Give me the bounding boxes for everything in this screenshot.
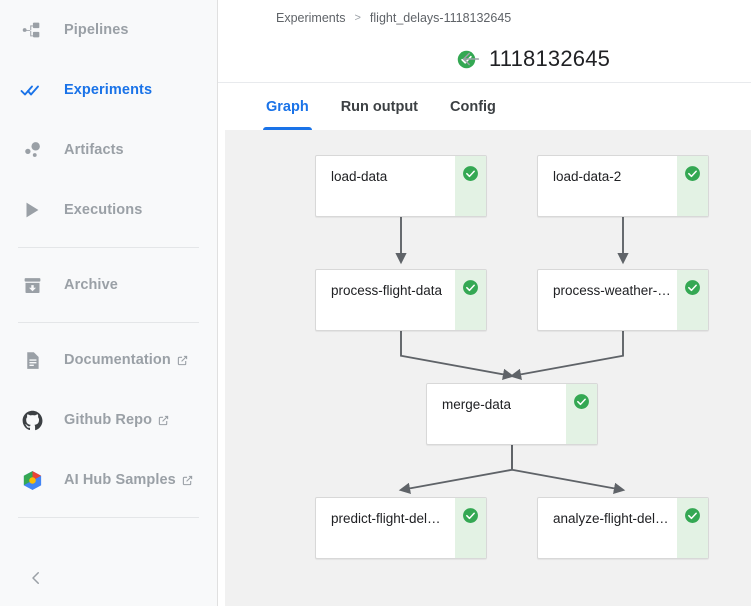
sidebar-item-label: Documentation [64,352,171,368]
graph-node-status-succeeded [677,498,708,558]
graph-node-label: merge-data [442,397,512,412]
external-link-icon [158,415,169,426]
sidebar-item-label: Github Repo [64,412,153,428]
graph-panel: load-data load-data-2 process-flight-data p… [218,130,751,606]
graph-node-status-succeeded [455,270,486,330]
graph-node-load-data-2[interactable]: load-data-2 [537,155,709,217]
experiments-icon [18,76,46,104]
sidebar-collapse-button[interactable] [16,560,56,600]
external-link-icon [177,355,188,366]
sidebar-divider-3 [18,517,199,518]
sidebar-item-label: Artifacts [64,142,124,158]
graph-node-load-data[interactable]: load-data [315,155,487,217]
graph-canvas[interactable]: load-data load-data-2 process-flight-data p… [225,130,751,606]
sidebar-item-label: Executions [64,202,143,218]
pipelines-icon [18,16,46,44]
sidebar-item-artifacts[interactable]: Artifacts [0,120,217,180]
tab-config[interactable]: Config [450,98,496,115]
graph-edge-merge-data-to-predict-flight-delay [398,445,513,494]
graph-node-label: load-data [331,169,388,184]
graph-node-process-flight-data[interactable]: process-flight-data [315,269,487,331]
breadcrumb: Experiments > flight_delays-1118132645 [218,0,751,36]
graph-edge-process-weather-data-to-merge-data [509,331,624,380]
sidebar: Pipelines Experiments Artifacts [0,0,218,606]
graph-node-status-succeeded [566,384,597,444]
sidebar-item-pipelines[interactable]: Pipelines [0,0,217,60]
breadcrumb-root[interactable]: Experiments [276,11,346,25]
executions-icon [18,196,46,224]
sidebar-item-label: Experiments [64,82,153,98]
sidebar-item-label: AI Hub Samples [64,472,176,488]
sidebar-item-label: Pipelines [64,22,129,38]
tab-run-output[interactable]: Run output [340,98,419,115]
graph-node-analyze-flight-delay[interactable]: analyze-flight-del… [537,497,709,559]
sidebar-item-github-repo[interactable]: Github Repo [0,390,217,450]
arrow-left-icon[interactable] [458,46,484,72]
breadcrumb-current: flight_delays-1118132645 [369,11,512,25]
graph-node-status-succeeded [455,498,486,558]
header-divider [218,82,751,83]
sidebar-item-experiments[interactable]: Experiments [0,60,217,120]
aihub-icon [18,466,46,494]
graph-node-status-succeeded [455,156,486,216]
breadcrumb-separator: > [354,12,361,24]
graph-node-label: process-weather-… [553,283,671,298]
main-content: Experiments > flight_delays-1118132645 1… [218,0,751,606]
graph-edge-merge-data-to-analyze-flight-delay [511,445,626,494]
title-row: 1118132645 [218,36,751,82]
external-link-icon [182,475,193,486]
graph-node-merge-data[interactable]: merge-data [426,383,598,445]
github-icon [18,406,46,434]
document-icon [18,346,46,374]
page-title: 1118132645 [489,46,611,71]
graph-node-status-succeeded [677,270,708,330]
sidebar-item-executions[interactable]: Executions [0,180,217,240]
graph-node-label: process-flight-data [331,283,443,298]
artifacts-icon [18,136,46,164]
chevron-left-icon [27,569,45,592]
graph-node-label: analyze-flight-del… [553,511,669,526]
tab-bar: Graph Run output Config [218,83,751,130]
graph-node-process-weather-data[interactable]: process-weather-… [537,269,709,331]
graph-node-label: load-data-2 [553,169,622,184]
sidebar-divider-2 [18,322,199,323]
sidebar-item-ai-hub-samples[interactable]: AI Hub Samples [0,450,217,510]
graph-node-status-succeeded [677,156,708,216]
sidebar-item-archive[interactable]: Archive [0,255,217,315]
graph-node-predict-flight-delay[interactable]: predict-flight-del… [315,497,487,559]
graph-edge-process-flight-data-to-merge-data [400,331,515,380]
sidebar-item-label: Archive [64,277,118,293]
tab-graph[interactable]: Graph [250,83,325,130]
graph-node-label: predict-flight-del… [331,511,441,526]
sidebar-item-documentation[interactable]: Documentation [0,330,217,390]
page-header: Experiments > flight_delays-1118132645 1… [218,0,751,83]
sidebar-divider-1 [18,247,199,248]
archive-icon [18,271,46,299]
